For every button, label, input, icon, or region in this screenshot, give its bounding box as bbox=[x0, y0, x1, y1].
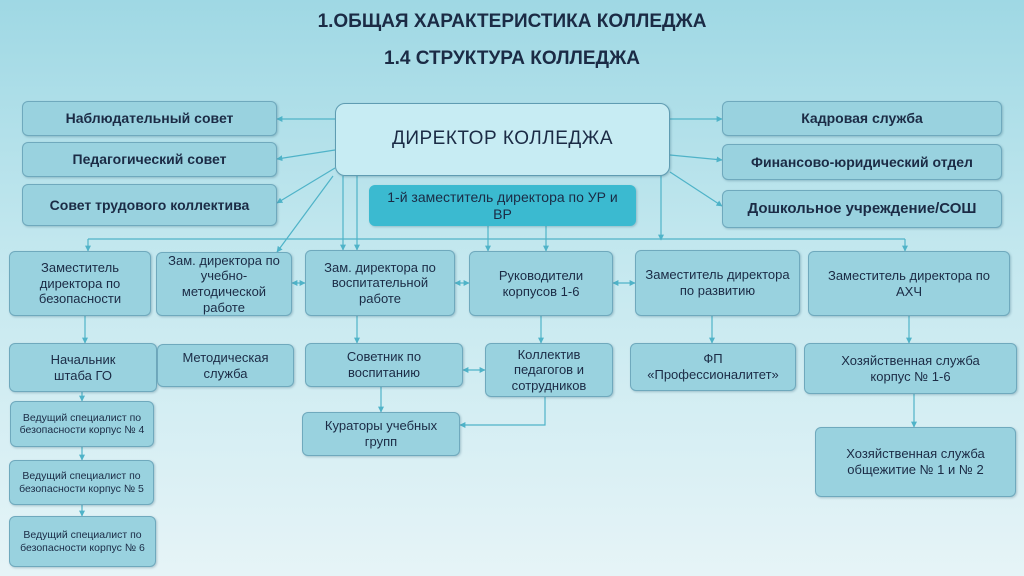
pedagogical-council-box: Педагогический совет bbox=[22, 142, 277, 177]
finance-legal-box: Финансово-юридический отдел bbox=[722, 144, 1002, 180]
methodical-service-box: Методическая служба bbox=[157, 344, 294, 387]
deputy-development-box: Заместитель директора по развитию bbox=[635, 250, 800, 316]
director-box: ДИРЕКТОР КОЛЛЕДЖА bbox=[335, 103, 670, 176]
building-heads-box: Руководители корпусов 1-6 bbox=[469, 251, 613, 316]
preschool-box: Дошкольное учреждение/СОШ bbox=[722, 190, 1002, 228]
group-curators-box: Кураторы учебных групп bbox=[302, 412, 460, 456]
supervisory-council-box: Наблюдательный совет bbox=[22, 101, 277, 136]
deputy-educational-box: Зам. директора по воспитательной работе bbox=[305, 250, 455, 316]
deputy-methodical-box: Зам. директора по учебно-методической ра… bbox=[156, 252, 292, 316]
hr-service-box: Кадровая служба bbox=[722, 101, 1002, 136]
deputy-ahch-box: Заместитель директора по АХЧ bbox=[808, 251, 1010, 316]
education-advisor-box: Советник по воспитанию bbox=[305, 343, 463, 387]
page-subtitle: 1.4 СТРУКТУРА КОЛЛЕДЖА bbox=[384, 48, 640, 69]
staff-collective-box: Коллектив педагогов и сотрудников bbox=[485, 343, 613, 397]
hq-chief-box: Начальник штаба ГО bbox=[9, 343, 157, 392]
page-title: 1.ОБЩАЯ ХАРАКТЕРИСТИКА КОЛЛЕДЖА bbox=[317, 11, 707, 32]
security-specialist-5-box: Ведущий специалист по безопасности корпу… bbox=[9, 460, 154, 505]
security-specialist-4-box: Ведущий специалист по безопасности корпу… bbox=[10, 401, 154, 447]
deputy-security-box: Заместитель директора по безопасности bbox=[9, 251, 151, 316]
household-buildings-box: Хозяйственная служба корпус № 1-6 bbox=[804, 343, 1017, 394]
first-deputy-box: 1-й заместитель директора по УР и ВР bbox=[369, 185, 636, 226]
security-specialist-6-box: Ведущий специалист по безопасности корпу… bbox=[9, 516, 156, 567]
household-dorms-box: Хозяйственная служба общежитие № 1 и № 2 bbox=[815, 427, 1016, 497]
labor-council-box: Совет трудового коллектива bbox=[22, 184, 277, 226]
fp-program-box: ФП «Профессионалитет» bbox=[630, 343, 796, 391]
